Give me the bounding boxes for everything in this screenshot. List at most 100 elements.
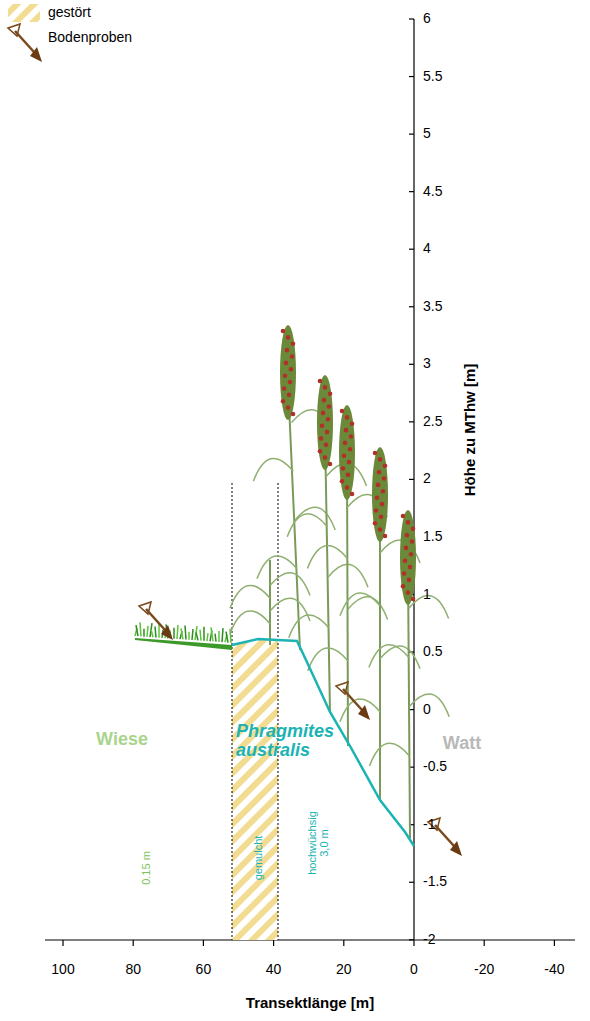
- y-tick-label: 1: [423, 587, 431, 602]
- reed-stem: [269, 560, 271, 645]
- panicle-spikelet: [341, 466, 346, 471]
- zone-label: Phragmites australis: [236, 722, 346, 760]
- panicle-spikelet: [287, 393, 292, 398]
- x-tick: [273, 940, 274, 946]
- reed-leaf: [340, 699, 380, 722]
- reed-leaf: [308, 648, 348, 671]
- disturbed-area: [232, 639, 278, 940]
- reed-leaf: [270, 598, 310, 621]
- y-tick: [409, 191, 414, 192]
- grass-blade: [155, 626, 156, 637]
- panicle-spikelet: [318, 449, 323, 454]
- y-tick-label: 2.5: [423, 414, 442, 429]
- panicle-spikelet: [378, 457, 383, 462]
- grass-blade: [136, 625, 138, 636]
- x-tick: [62, 940, 63, 946]
- panicle-spikelet: [373, 521, 378, 526]
- panicle-spikelet: [403, 558, 408, 563]
- panicle-spikelet: [328, 462, 333, 467]
- y-tick-label: 4.5: [423, 184, 442, 199]
- y-tick: [409, 364, 414, 365]
- panicle-spikelet: [383, 463, 388, 468]
- panicle-spikelet: [291, 341, 296, 346]
- reed-leaf: [230, 585, 270, 608]
- zone-boundary: [278, 483, 279, 940]
- x-tick-label: 100: [51, 962, 74, 977]
- panicle-spikelet: [411, 597, 416, 602]
- y-tick-label: 6: [423, 11, 431, 26]
- legend-text: Bodenproben: [48, 30, 132, 45]
- panicle-spikelet: [402, 571, 407, 576]
- grass-blade: [203, 627, 205, 641]
- soil-sample-symbols: [8, 24, 462, 856]
- y-tick-label: 1.5: [423, 529, 442, 544]
- sample-tip: [161, 625, 173, 640]
- y-tick-label: 3.5: [423, 299, 442, 314]
- panicle-spikelet: [405, 533, 410, 538]
- panicle-spikelet: [281, 399, 286, 404]
- y-tick-label: -2: [423, 932, 435, 947]
- y-tick-label: -1: [423, 817, 435, 832]
- y-tick-label: -0.5: [423, 759, 447, 774]
- panicle-spikelet: [327, 404, 332, 409]
- panicle-spikelet: [383, 534, 388, 539]
- panicle-spikelet: [340, 479, 345, 484]
- grass-blade: [150, 623, 152, 637]
- panicle-spikelet: [380, 502, 385, 507]
- zone-boundary: [232, 483, 233, 940]
- panicle-spikelet: [323, 385, 328, 390]
- reed-leaf: [253, 458, 293, 481]
- sample-shaft: [343, 689, 362, 710]
- grass-blade: [151, 629, 153, 637]
- reed-stem: [379, 504, 381, 800]
- panicle-spikelet: [410, 539, 415, 544]
- height-note: 0.15 m: [140, 851, 152, 885]
- panicle-spikelet: [282, 386, 287, 391]
- sample-shaft: [15, 31, 34, 52]
- y-tick-label: 4: [423, 241, 431, 256]
- x-tick: [413, 940, 414, 946]
- reed-leaf: [370, 743, 410, 766]
- panicle-spikelet: [350, 492, 355, 497]
- x-tick-label: 0: [410, 962, 418, 977]
- reed-leaf: [340, 593, 380, 616]
- panicle-spikelet: [288, 380, 293, 385]
- panicle-spikelet: [379, 515, 384, 520]
- panicle-spikelet: [409, 552, 414, 557]
- x-tick-label: -20: [474, 962, 494, 977]
- grass-blade: [192, 629, 193, 640]
- panicle-spikelet: [324, 443, 329, 448]
- panicle-spikelet: [373, 451, 378, 456]
- panicle-spikelet: [286, 335, 291, 340]
- grass-blade: [143, 629, 145, 637]
- panicle-spikelet: [321, 411, 326, 416]
- panicle-spikelet: [374, 508, 379, 513]
- panicle-spikelet: [323, 455, 328, 460]
- panicle-spikelet: [377, 470, 382, 475]
- zone-label: Watt: [443, 734, 481, 754]
- reed-leaf: [270, 573, 310, 596]
- grass-blade: [226, 632, 228, 643]
- panicle-spikelet: [375, 495, 380, 500]
- grass-blade: [188, 632, 190, 640]
- x-tick: [484, 940, 485, 946]
- x-tick: [554, 940, 555, 946]
- panicle-spikelet: [346, 473, 351, 478]
- panicle-spikelet: [326, 417, 331, 422]
- grass-blade: [222, 628, 223, 642]
- panicle-spikelet: [350, 421, 355, 426]
- reed-leaf: [409, 694, 449, 717]
- zone-label: Wiese: [96, 730, 148, 750]
- panicle-spikelet: [411, 526, 416, 531]
- y-tick: [409, 479, 414, 480]
- grass-base: [135, 638, 232, 650]
- reed-leaf: [230, 611, 270, 634]
- x-tick: [133, 940, 134, 946]
- panicle-spikelet: [381, 489, 386, 494]
- panicle-spikelet: [344, 428, 349, 433]
- panicle-spikelet: [378, 527, 383, 532]
- y-tick: [409, 76, 414, 77]
- x-tick-label: 60: [196, 962, 212, 977]
- reed-leaf: [307, 546, 347, 569]
- panicle-spikelet: [347, 460, 352, 465]
